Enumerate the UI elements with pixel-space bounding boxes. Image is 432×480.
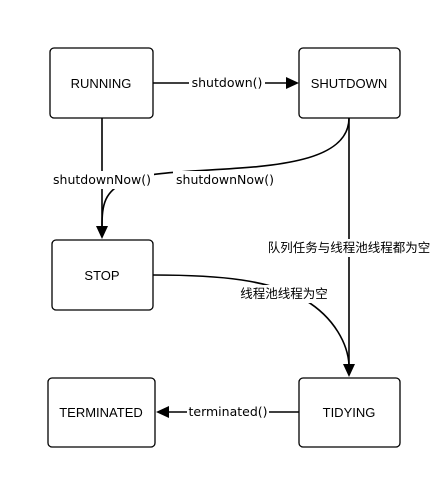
edge-label-text: shutdownNow() [176, 172, 274, 187]
arrow-head-icon [286, 77, 299, 89]
edge-label-text: terminated() [188, 404, 267, 419]
arrow-head-icon [96, 226, 108, 239]
node-label: STOP [84, 268, 119, 283]
node-label: SHUTDOWN [311, 76, 388, 91]
edge-label-text: shutdownNow() [53, 172, 151, 187]
edge-label-running-to-shutdown: shutdown() [189, 74, 265, 92]
edge-label-shutdown-to-tidying: 队列任务与线程池线程都为空 [265, 239, 432, 257]
node-label: TERMINATED [59, 405, 143, 420]
edge-label-text: shutdown() [192, 75, 263, 90]
node-tidying: TIDYING [298, 377, 401, 448]
node-shutdown: SHUTDOWN [298, 47, 401, 119]
node-running: RUNNING [49, 47, 154, 119]
edge-label-tidying-to-terminated: terminated() [187, 403, 269, 421]
node-terminated: TERMINATED [47, 377, 156, 448]
edge-label-shutdown-to-stop: shutdownNow() [173, 171, 278, 189]
node-label: RUNNING [71, 76, 132, 91]
node-label: TIDYING [323, 405, 376, 420]
edge-label-text: 队列任务与线程池线程都为空 [268, 240, 431, 255]
arrow-head-icon [156, 406, 169, 418]
arrow-head-icon [343, 364, 355, 377]
node-stop: STOP [51, 239, 154, 311]
edge-label-text: 线程池线程为空 [240, 286, 328, 301]
edge-label-running-to-stop: shutdownNow() [50, 171, 154, 189]
edge-label-stop-to-tidying: 线程池线程为空 [237, 285, 331, 303]
